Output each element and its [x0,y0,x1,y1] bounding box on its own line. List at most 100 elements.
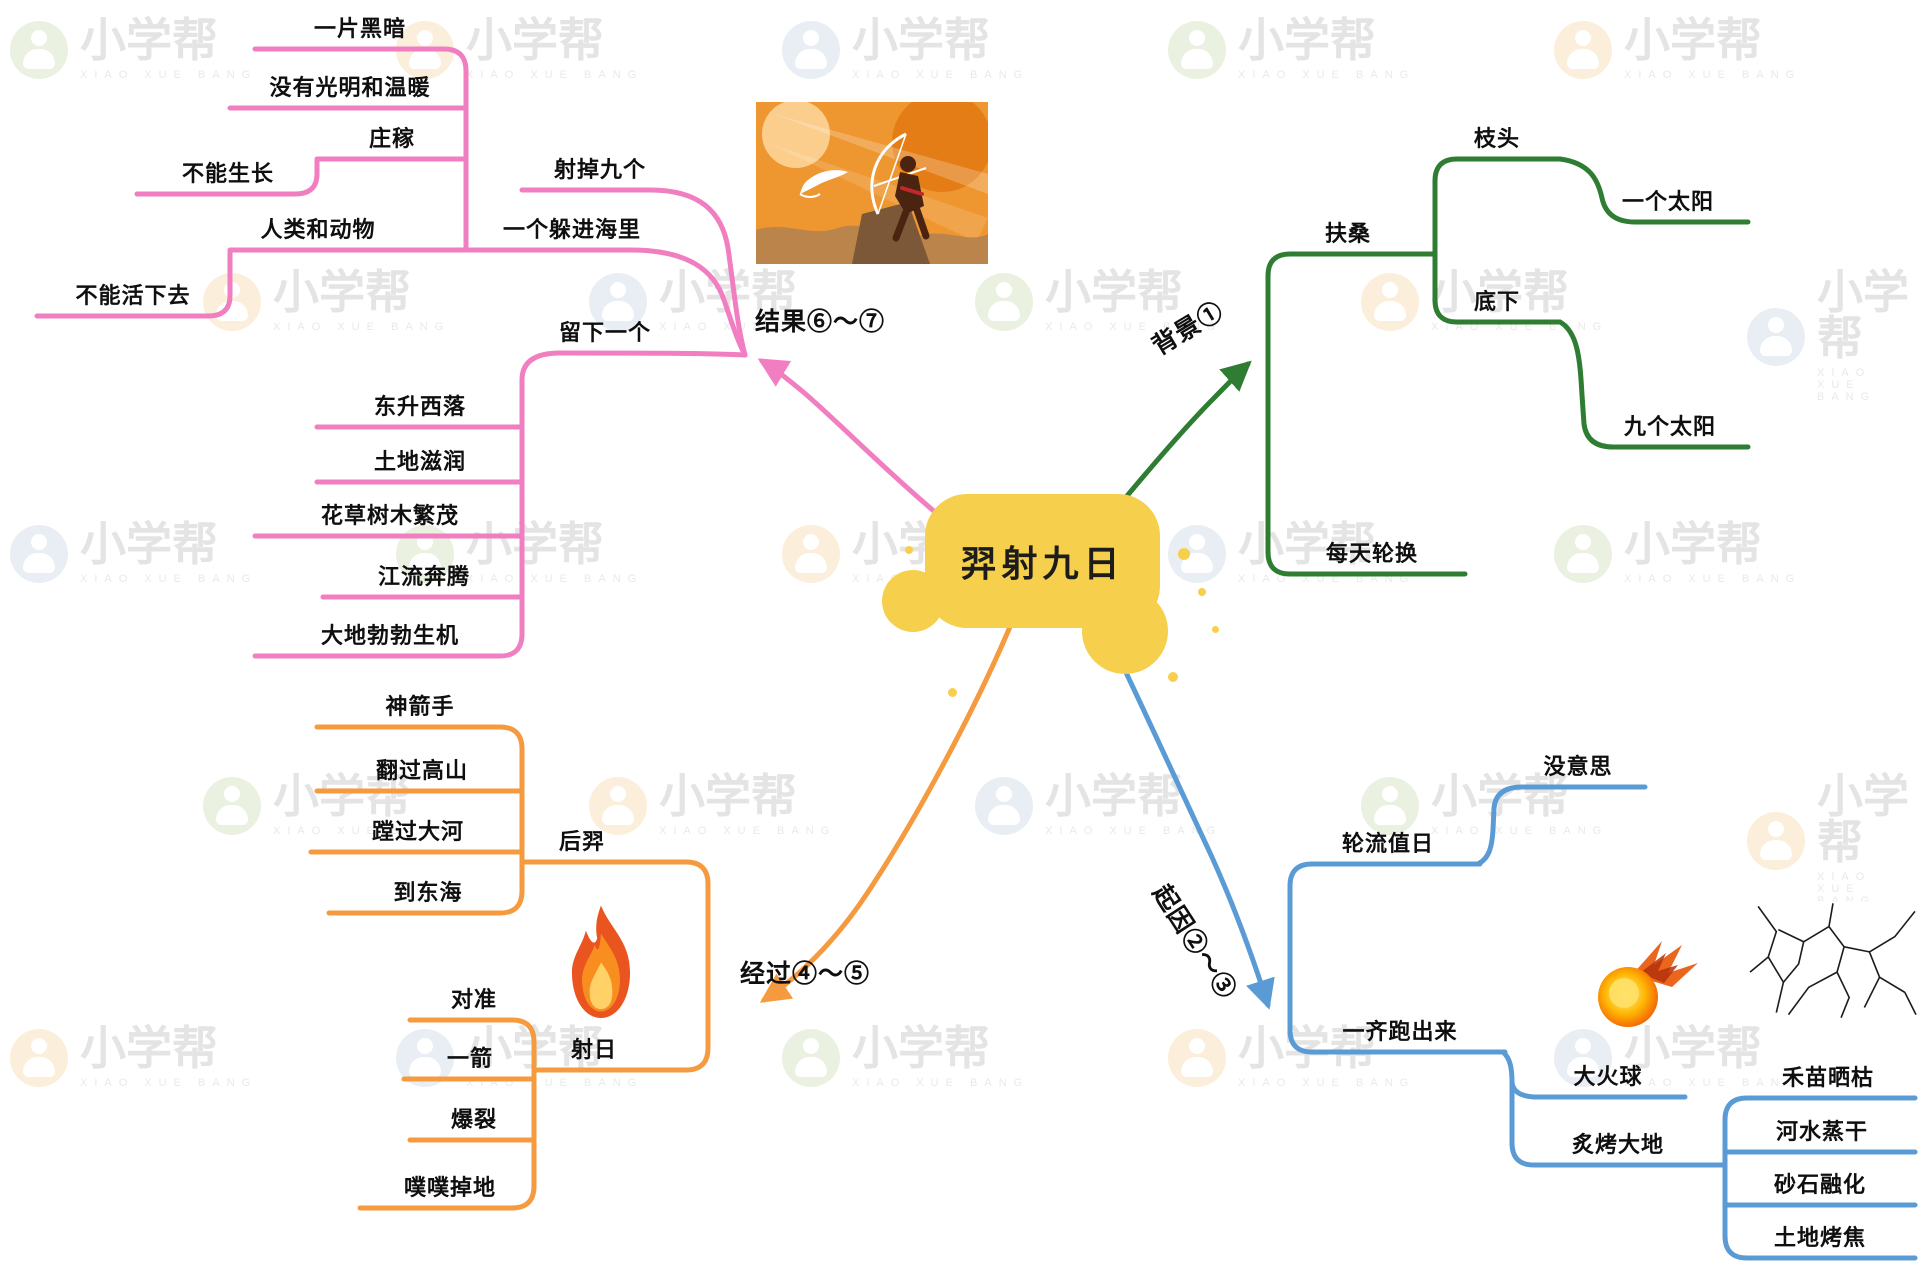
node-take-turns: 轮流值日 [1341,831,1435,856]
watermark-text: 小学帮 [852,1023,990,1074]
node-shot-down-nine: 射掉九个 [553,157,647,182]
watermark-logo-icon [1554,524,1612,583]
watermark-logo-icon [1747,307,1805,366]
watermark-logo-icon [1554,20,1612,79]
watermark-text: 小学帮 [1817,771,1909,868]
node-daily-rotate: 每天轮换 [1325,541,1419,566]
watermark-subtext: XIAO XUE BANG [80,69,258,81]
fireball-icon [1582,933,1707,1033]
node-divine-archer: 神箭手 [385,694,455,719]
watermark-logo-icon [975,776,1033,835]
node-cannot-survive: 不能活下去 [75,283,191,308]
watermark-text: 小学帮 [1238,1023,1376,1074]
center-decor-dot [905,546,913,554]
node-reached-east-sea: 到东海 [393,880,463,905]
watermark: 小学帮 XIAO XUE BANG [10,1026,257,1089]
node-rise-east-set-west: 东升西落 [373,394,467,419]
watermark-logo-icon [1168,1028,1226,1087]
watermark-logo-icon [1554,1028,1612,1087]
node-one-sun: 一个太阳 [1621,189,1715,214]
node-seedlings-withered: 禾苗晒枯 [1781,1065,1875,1090]
watermark: 小学帮 XIAO XUE BANG [203,774,450,837]
node-left-one: 留下一个 [558,320,652,345]
watermark-subtext: XIAO XUE BANG [80,573,258,585]
center-decor-dot [1168,672,1178,682]
watermark-logo-icon [10,524,68,583]
watermark-logo-icon [10,1028,68,1087]
watermark-logo-icon [10,20,68,79]
flame-icon [556,903,646,1023]
branch-label-result: 结果⑥～⑦ [754,309,886,336]
cause-branch-lines [1097,615,1918,1261]
node-humans-animals: 人类和动物 [260,217,376,242]
watermark-logo-icon [782,1028,840,1087]
watermark-text: 小学帮 [273,267,411,318]
watermark-subtext: XIAO XUE BANG [1431,825,1609,837]
watermark-subtext: XIAO XUE BANG [80,1077,258,1089]
center-decor-dot [1198,588,1206,596]
watermark-text: 小学帮 [1238,15,1376,66]
watermark-logo-icon [1361,776,1419,835]
watermark-text: 小学帮 [273,771,411,822]
node-land-moist: 土地滋润 [373,449,467,474]
watermark-subtext: XIAO XUE BANG [852,1077,1030,1089]
center-decor-dot [1212,626,1219,633]
watermark-logo-icon [1747,811,1805,870]
watermark-logo-icon [589,272,647,331]
center-topic-label: 羿射九日 [960,544,1125,584]
watermark-subtext: XIAO XUE BANG [466,69,644,81]
watermark-text: 小学帮 [80,1023,218,1074]
watermark: 小学帮 XIAO XUE BANG [10,18,257,81]
watermark-logo-icon [782,524,840,583]
node-earth-vitality: 大地勃勃生机 [320,623,460,648]
node-waded-rivers: 蹚过大河 [371,819,465,844]
hero-archer-illustration [756,92,992,264]
watermark-subtext: XIAO XUE BANG [659,825,837,837]
node-no-light-warmth: 没有光明和温暖 [269,75,431,100]
node-burst: 爆裂 [450,1107,498,1132]
node-fusang: 扶桑 [1324,221,1372,246]
watermark-text: 小学帮 [466,519,604,570]
watermark-logo-icon [975,272,1033,331]
cracked-earth-image [1748,901,1918,1021]
watermark-text: 小学帮 [1817,267,1909,364]
node-rivers-surge: 江流奔腾 [377,564,471,589]
watermark-text: 小学帮 [1045,771,1183,822]
watermark-text: 小学帮 [1624,519,1762,570]
watermark-logo-icon [203,776,261,835]
watermark-text: 小学帮 [80,15,218,66]
watermark-logo-icon [1361,272,1419,331]
node-plop-down: 噗噗掉地 [403,1175,497,1200]
watermark-text: 小学帮 [852,15,990,66]
center-topic: 羿射九日 [925,494,1160,628]
node-one-hid-in-sea: 一个躲进海里 [502,217,642,242]
watermark-subtext: XIAO XUE BANG [1238,69,1416,81]
node-run-out-together: 一齐跑出来 [1342,1019,1458,1044]
watermark-subtext: XIAO XUE BANG [273,825,451,837]
watermark-text: 小学帮 [1045,267,1183,318]
node-rivers-dried: 河水蒸干 [1775,1119,1869,1144]
node-shoot-suns: 射日 [570,1037,618,1062]
watermark-subtext: XIAO XUE BANG [1624,69,1802,81]
node-sand-melted: 砂石融化 [1773,1172,1867,1197]
background-branch-lines [1109,156,1751,577]
watermark-logo-icon [782,20,840,79]
watermark-subtext: XIAO XUE BANG [273,321,451,333]
node-nine-suns: 九个太阳 [1623,414,1717,439]
node-cannot-grow: 不能生长 [181,161,275,186]
watermark-subtext: XIAO XUE BANG [1238,1077,1416,1089]
node-crossed-mountains: 翻过高山 [375,758,469,783]
watermark-text: 小学帮 [1238,519,1376,570]
